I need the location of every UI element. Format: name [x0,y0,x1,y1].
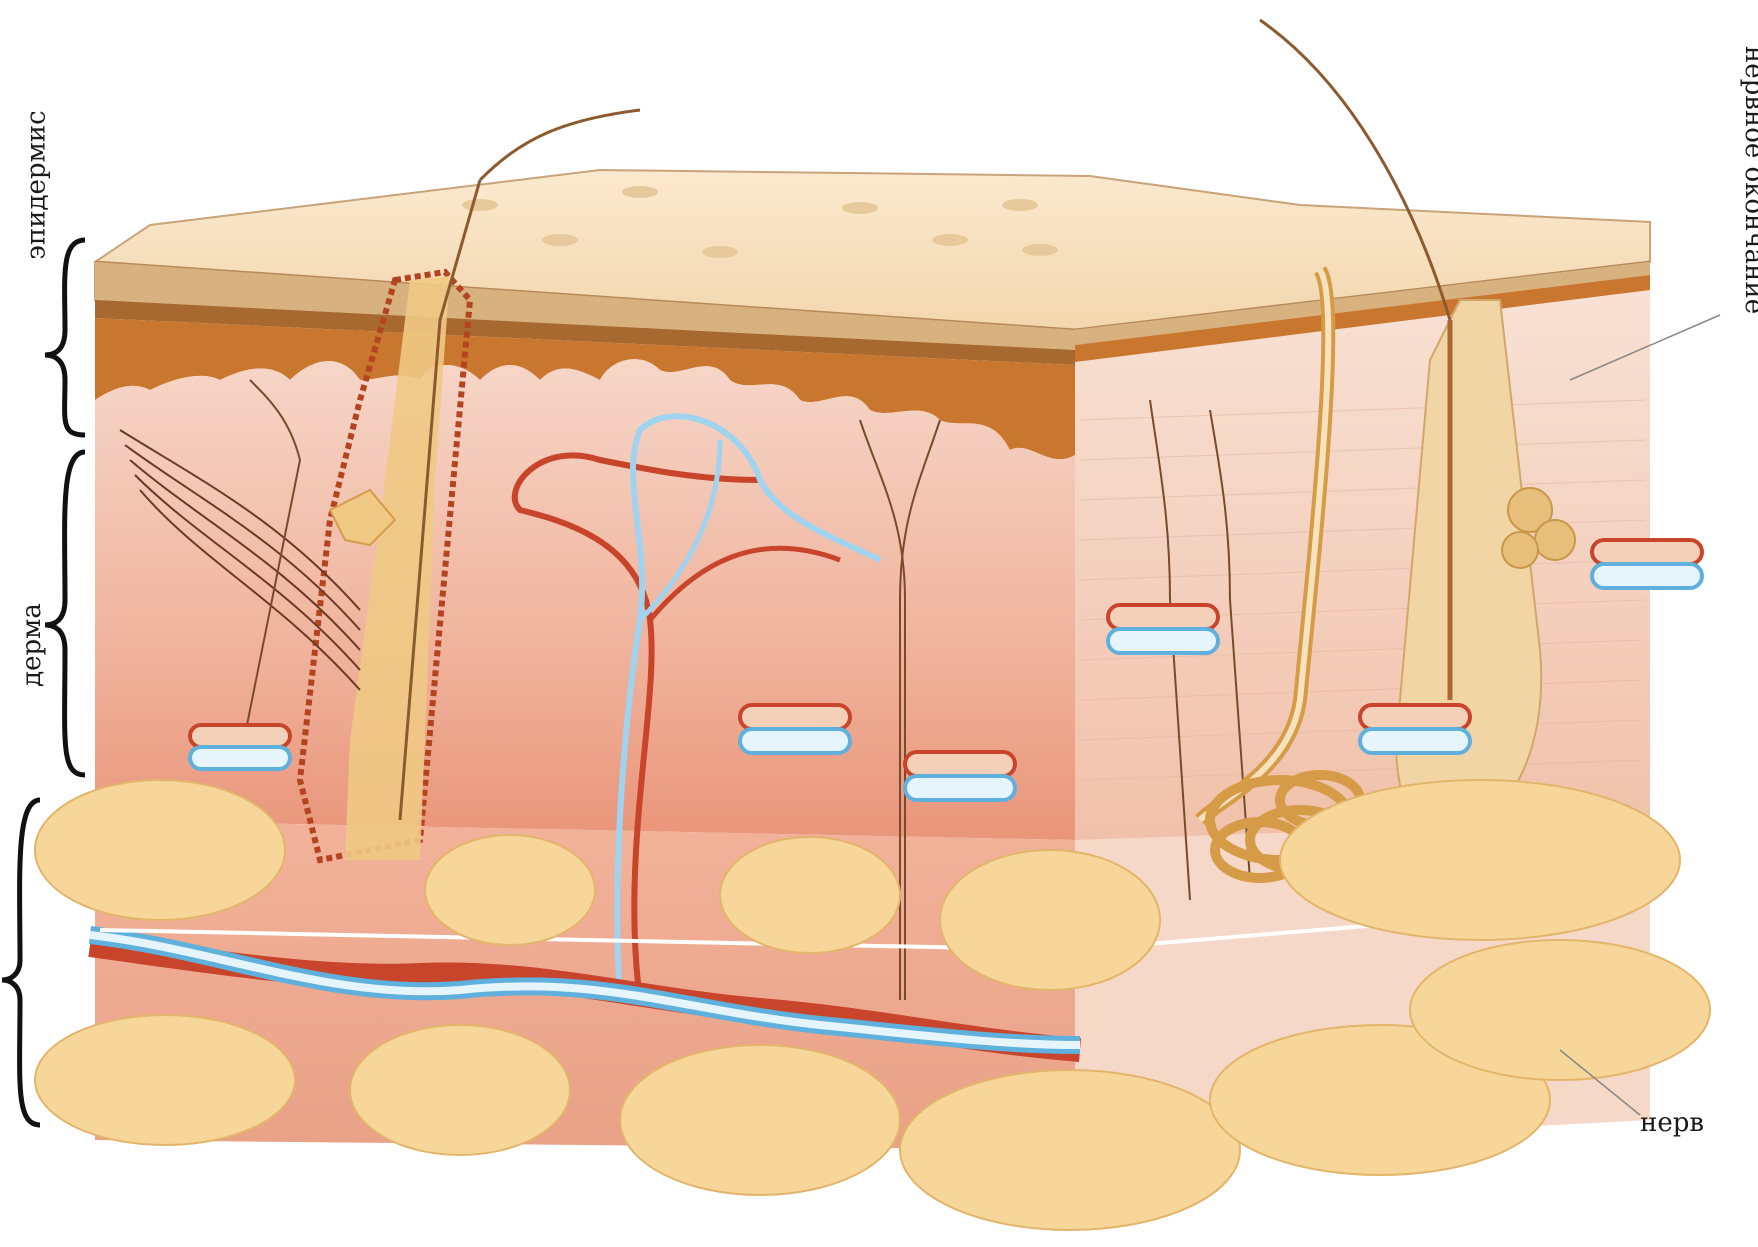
dermis-label: дерма [17,603,47,687]
side-face [1075,262,1650,870]
epidermis-label: эпидермис [22,110,52,259]
nerve-label: нерв [1640,1108,1704,1138]
nerve-ending-label: нервное окончание [1739,46,1758,314]
